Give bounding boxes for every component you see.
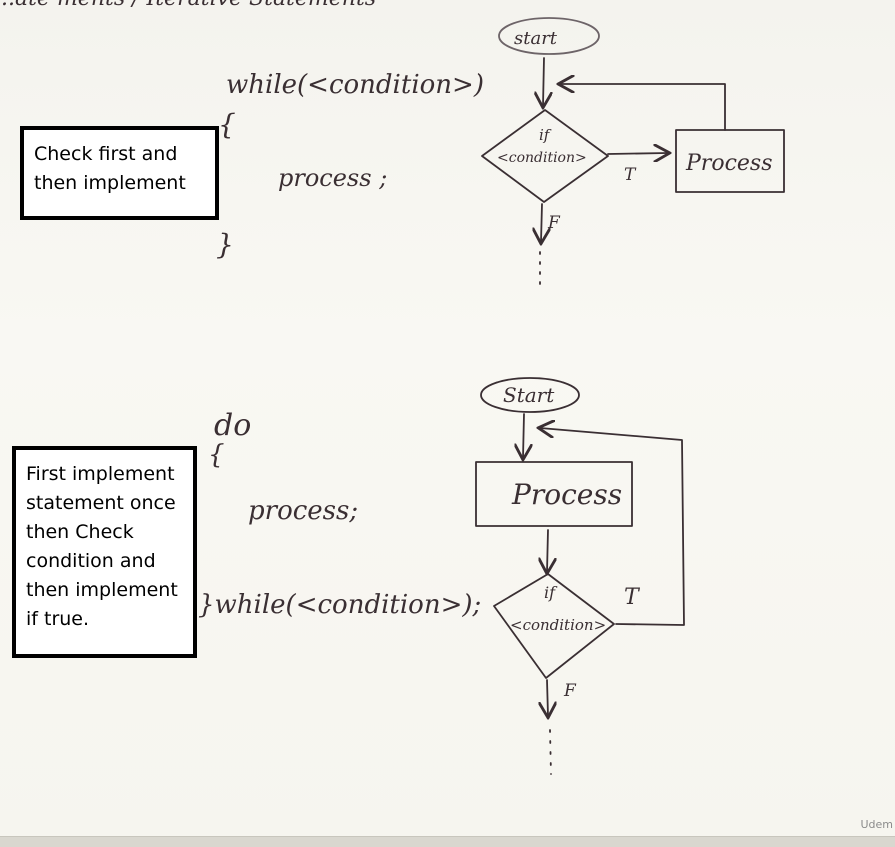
- do-note-line-5: then implement: [26, 579, 178, 601]
- while-note-box: Check first and then implement: [20, 126, 219, 220]
- do-process-box: [475, 461, 633, 527]
- while-true-arrow: [607, 153, 668, 154]
- do-note-line-3: then Check: [26, 521, 134, 543]
- do-false-arrow: [547, 679, 548, 716]
- do-code-keyword: do: [214, 408, 252, 443]
- do-start-label: Start: [503, 383, 555, 407]
- while-loop-back: [560, 84, 726, 131]
- while-code-open-brace: {: [218, 108, 236, 141]
- do-decision-if: if: [544, 583, 558, 602]
- while-true-label: T: [624, 165, 637, 185]
- while-start-arrow: [543, 57, 544, 106]
- watermark-logo: Udem: [860, 818, 893, 831]
- do-true-loop-back: [540, 428, 685, 626]
- do-while-note-box: First implement statement once then Chec…: [12, 446, 197, 658]
- do-note-line-1: First implement: [26, 463, 175, 485]
- do-note-line-6: if true.: [26, 608, 90, 630]
- while-code-line: while(<condition>): [226, 70, 484, 100]
- while-process-label: Process: [685, 151, 773, 176]
- do-note-line-2: statement once: [26, 492, 176, 514]
- do-code-open-brace: {: [208, 440, 225, 470]
- do-decision-condition: <condition>: [510, 616, 606, 634]
- do-start-arrow: [523, 413, 524, 458]
- while-note-line-2: then implement: [34, 172, 186, 194]
- do-continuation-dots: [549, 729, 552, 775]
- bottom-edge: [0, 836, 895, 847]
- do-process-label: Process: [511, 478, 622, 511]
- while-start-terminal: [498, 17, 600, 55]
- do-process-to-decision-arrow: [547, 529, 548, 572]
- do-note-line-4: condition and: [26, 550, 156, 572]
- do-start-terminal: [480, 377, 580, 413]
- while-decision-diamond: [481, 109, 609, 203]
- while-decision-condition: <condition>: [497, 150, 587, 166]
- while-code-body: process ;: [278, 164, 388, 192]
- while-decision-if: if: [539, 126, 552, 144]
- do-decision-diamond: [493, 573, 615, 679]
- while-false-arrow: [541, 203, 542, 242]
- do-true-label: T: [624, 585, 641, 610]
- while-false-label: F: [547, 213, 561, 233]
- while-note-line-1: Check first and: [34, 143, 178, 165]
- do-code-body: process;: [248, 496, 359, 526]
- do-false-label: F: [563, 681, 577, 701]
- while-code-close-brace: }: [216, 228, 234, 261]
- while-start-label: start: [514, 28, 558, 49]
- while-process-box: [675, 129, 785, 193]
- do-code-while-line: }while(<condition>);: [198, 590, 482, 620]
